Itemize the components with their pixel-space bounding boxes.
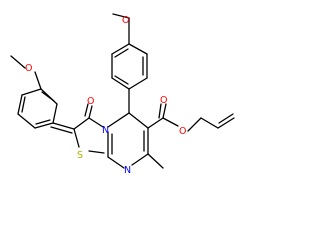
bond	[114, 75, 129, 85]
oxygen-atom-label: O	[122, 15, 129, 26]
bond	[21, 96, 26, 113]
sulfur-atom-label: S	[77, 150, 83, 161]
bond	[34, 122, 54, 129]
bond	[84, 103, 89, 117]
bond	[52, 103, 58, 124]
bond	[162, 103, 167, 119]
bond	[88, 117, 104, 128]
bond	[187, 117, 202, 132]
bond	[17, 94, 23, 115]
bond	[128, 112, 149, 129]
atom-labels: O O O O O N S N	[25, 15, 186, 176]
bond	[217, 117, 235, 129]
bond	[41, 91, 55, 102]
bond	[111, 77, 130, 90]
nitrogen-atom-label: N	[124, 165, 131, 176]
bond	[128, 77, 148, 90]
bond	[128, 43, 148, 55]
bond	[114, 48, 129, 58]
bond	[147, 153, 164, 169]
bond	[111, 43, 130, 55]
bond	[131, 153, 149, 166]
bond	[200, 117, 219, 129]
oxygen-atom-label: O	[160, 95, 167, 106]
oxygen-atom-label: O	[179, 126, 186, 137]
bond	[21, 88, 42, 96]
bond	[73, 117, 90, 130]
bond	[162, 117, 179, 127]
oxygen-atom-label: O	[25, 63, 32, 74]
bond	[34, 71, 42, 90]
bond	[158, 103, 162, 119]
bond	[50, 126, 73, 134]
bond	[147, 117, 164, 129]
bond	[88, 150, 105, 154]
bond	[218, 113, 234, 124]
bond	[10, 55, 26, 69]
molecule-structure: O O O O O N S N	[10, 13, 235, 176]
bonds	[10, 13, 235, 169]
bond	[17, 113, 36, 129]
nitrogen-atom-label: N	[102, 125, 109, 136]
bond	[88, 105, 93, 119]
bond	[52, 122, 75, 130]
bond	[35, 119, 51, 125]
bond	[107, 156, 125, 169]
oxygen-atom-label: O	[87, 96, 94, 107]
bond	[107, 112, 130, 128]
bond	[112, 13, 130, 19]
bond	[73, 128, 80, 148]
